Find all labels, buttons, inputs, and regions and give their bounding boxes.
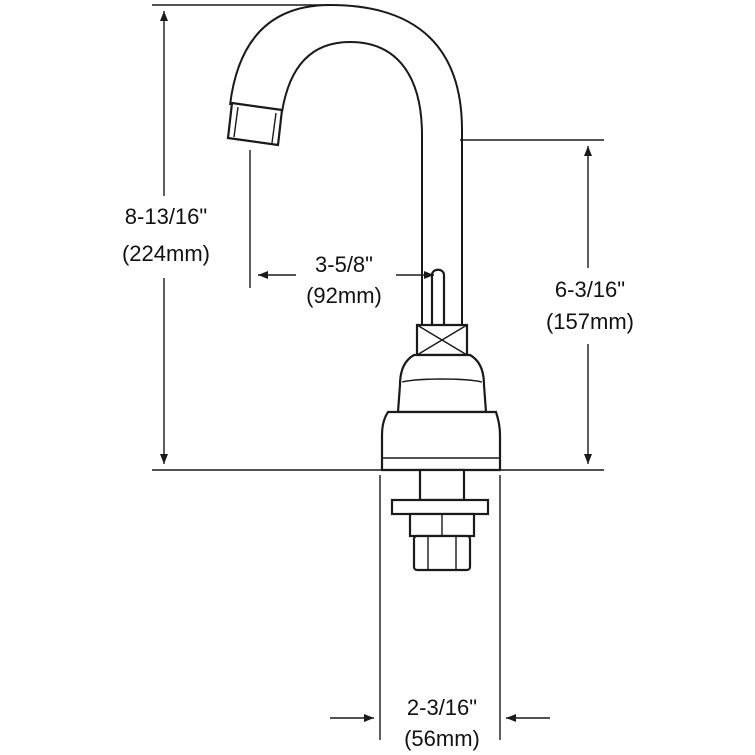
dimension-overall-height: 8-13/16" (224mm) <box>122 10 210 464</box>
upper-body <box>396 353 488 414</box>
extension-lines <box>152 4 604 740</box>
shank <box>418 468 466 502</box>
supply-coupling <box>412 534 472 572</box>
faucet-outline <box>226 3 502 572</box>
dimension-base-width: 2-3/16" (56mm) <box>330 695 550 751</box>
spout-inner-curve <box>281 40 423 335</box>
base-width-imperial: 2-3/16" <box>407 695 477 720</box>
overall-height-imperial: 8-13/16" <box>125 204 207 229</box>
dimension-spout-reach: 3-5/8" (92mm) <box>258 252 434 308</box>
dimension-spout-outlet-height: 6-3/16" (157mm) <box>546 146 634 464</box>
spout-outer-curve <box>229 3 463 335</box>
mounting-washer <box>390 498 490 516</box>
base-width-metric: (56mm) <box>404 726 480 751</box>
spout-reach-metric: (92mm) <box>306 283 382 308</box>
spout-outlet-height-metric: (157mm) <box>546 309 634 334</box>
overall-height-metric: (224mm) <box>122 241 210 266</box>
spout-outlet-height-imperial: 6-3/16" <box>555 277 625 302</box>
spout-reach-imperial: 3-5/8" <box>315 252 373 277</box>
base-housing <box>380 410 502 472</box>
spout-aerator <box>226 101 284 147</box>
